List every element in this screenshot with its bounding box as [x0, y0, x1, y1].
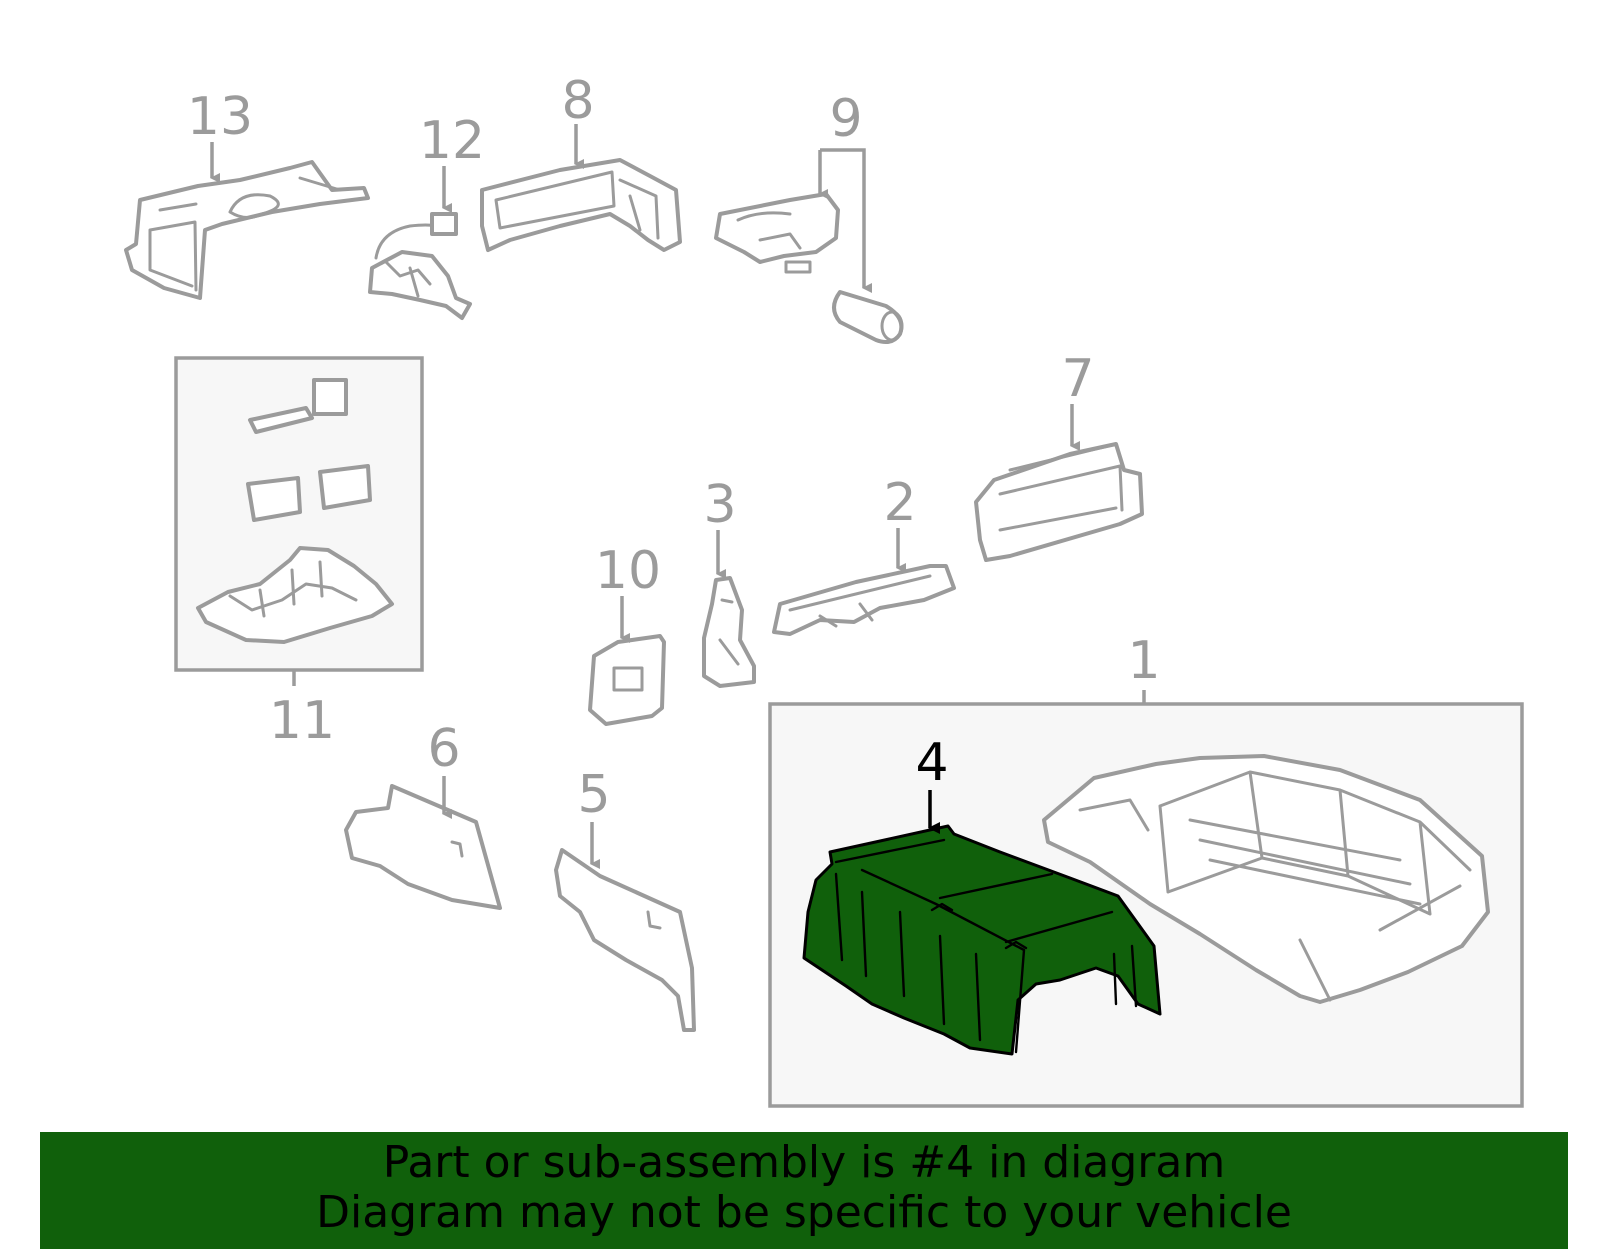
callout-1: 1 — [1127, 631, 1160, 691]
part-1-battery-assembly[interactable] — [1042, 754, 1490, 1004]
part-5-panel[interactable] — [554, 848, 696, 1032]
banner-line-disclaimer: Diagram may not be specific to your vehi… — [316, 1187, 1292, 1238]
leader-9 — [820, 148, 872, 293]
callout-13: 13 — [187, 87, 253, 147]
part-6-panel[interactable] — [344, 784, 502, 910]
part-13-bracket[interactable] — [124, 160, 370, 300]
callout-5: 5 — [577, 765, 610, 825]
part-9-switch[interactable] — [714, 192, 840, 274]
part-8-bracket[interactable] — [480, 158, 682, 252]
part-3-bracket[interactable] — [702, 576, 756, 688]
callout-4: 4 — [915, 733, 948, 793]
part-11-relay-block[interactable] — [196, 378, 394, 644]
callout-2: 2 — [883, 473, 916, 533]
part-4-battery-cover[interactable] — [802, 824, 1162, 1056]
part-10-module[interactable] — [588, 634, 666, 726]
part-9-bulb[interactable] — [832, 290, 904, 344]
banner-line-part-number: Part or sub-assembly is #4 in diagram — [382, 1137, 1226, 1188]
callout-6: 6 — [427, 719, 460, 779]
callout-3: 3 — [703, 475, 736, 535]
part-7-ecu[interactable] — [974, 442, 1144, 562]
callout-9: 9 — [829, 89, 862, 149]
callout-10: 10 — [595, 541, 661, 601]
info-banner: Part or sub-assembly is #4 in diagram Di… — [40, 1132, 1568, 1249]
part-2-bracket[interactable] — [772, 564, 956, 636]
part-12-harness[interactable] — [368, 212, 472, 320]
callout-11: 11 — [269, 691, 335, 751]
callout-12: 12 — [419, 111, 485, 171]
callout-8: 8 — [561, 71, 594, 131]
callout-7: 7 — [1061, 349, 1094, 409]
